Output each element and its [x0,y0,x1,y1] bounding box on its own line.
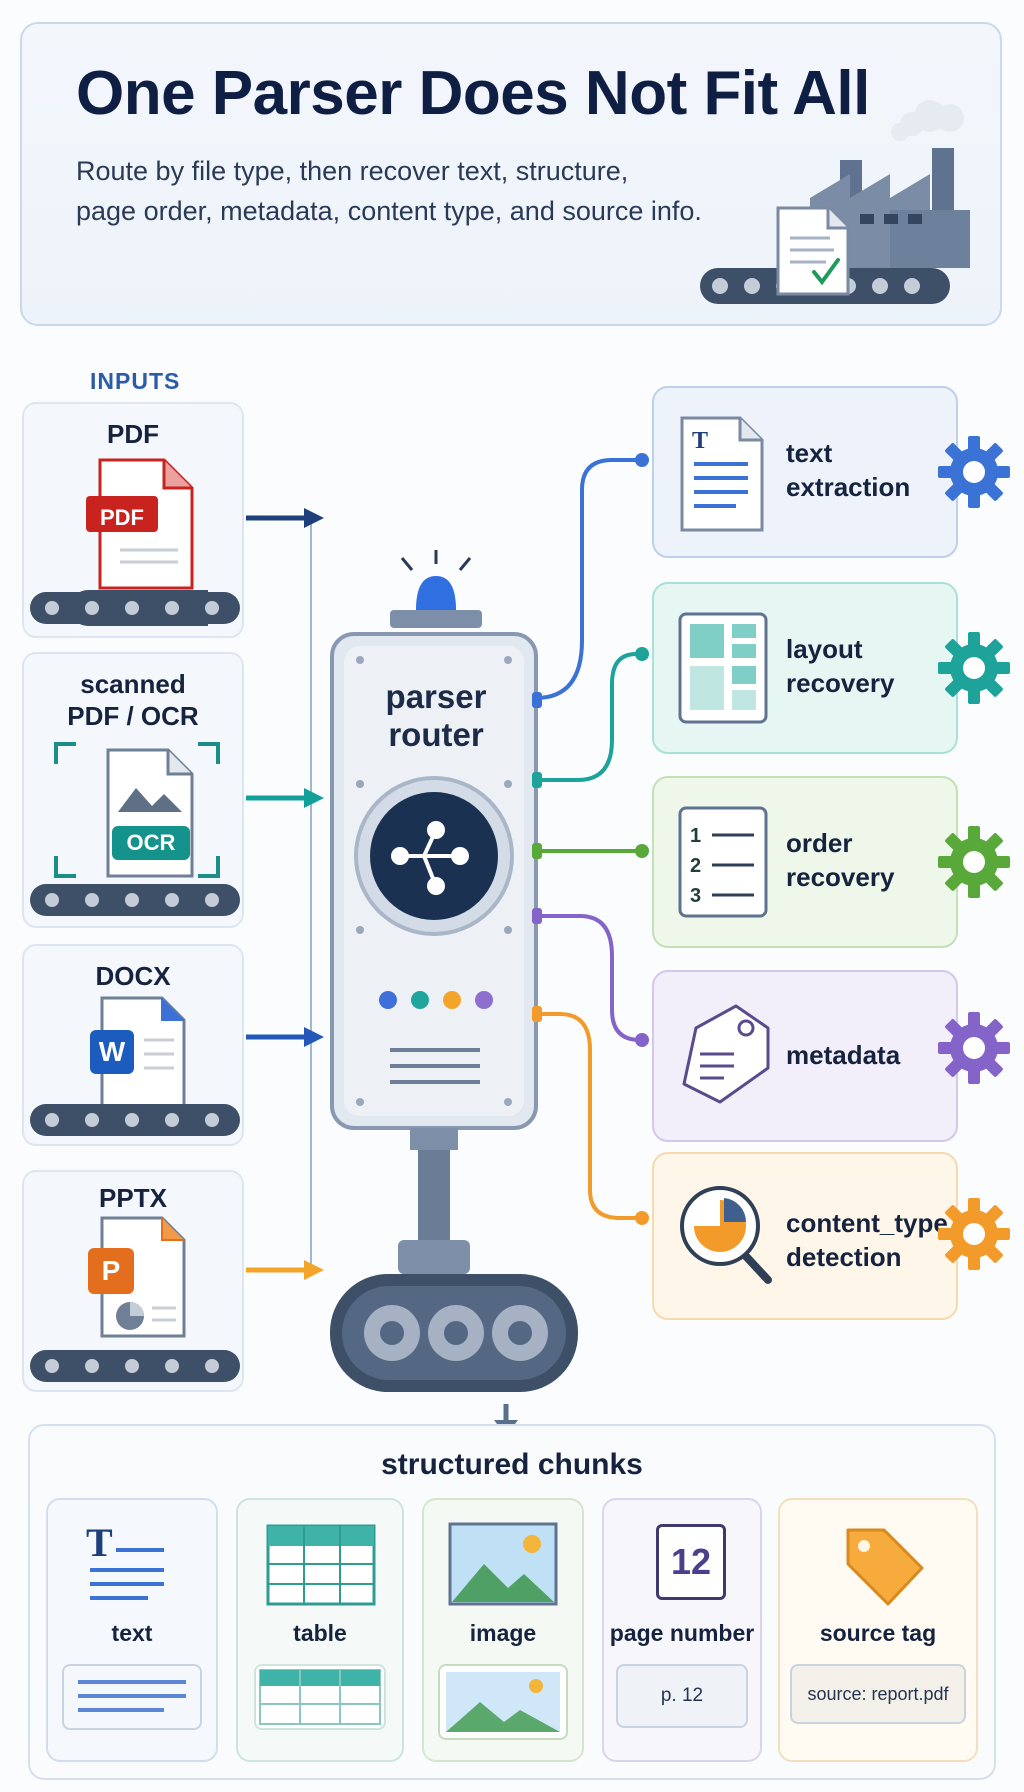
table-chunk-preview [254,1664,386,1730]
image-chunk-preview [438,1664,568,1740]
parser-router-machine [330,550,578,1392]
subtitle-line-2: page order, metadata, content type, and … [76,196,702,226]
router-label: parser router [385,678,487,753]
conveyor-belt-icon [30,1350,240,1382]
connector-metadata [536,914,641,1042]
chunk-label-source-tag: source tag [819,1620,937,1646]
beacon-light-icon [390,550,482,628]
table-icon [266,1524,376,1606]
price-tag-icon [846,1528,924,1606]
tag-label-icon [682,1004,770,1104]
ocr-badge: OCR [126,830,176,855]
svg-text:T: T [692,428,708,454]
input-card-scanned-ocr[interactable]: scanned PDF / OCR OCR [22,652,244,928]
process-card-text-extraction[interactable]: T text extraction [652,386,958,558]
powerpoint-badge: P [101,1255,121,1286]
page-title: One Parser Does Not Fit All [76,59,870,128]
indicator-dot-blue [379,991,397,1009]
gear-icon [938,436,1010,508]
input-label-pptx: PPTX [99,1183,167,1213]
gear-icon [938,826,1010,898]
page-number-icon: 12 [656,1524,726,1600]
inputs-heading: INPUTS [90,368,181,394]
smoke-cloud-icon [891,100,964,141]
image-icon [448,1522,558,1606]
powerpoint-document-icon [88,1216,186,1338]
input-card-docx[interactable]: DOCX W [22,944,244,1146]
word-document-icon [90,996,186,1110]
connector-layout-recovery [536,652,640,782]
indicator-dot-teal [411,991,429,1009]
conveyor-belt-icon [30,1104,240,1136]
process-card-content-type-detection[interactable]: content_type detection [652,1152,958,1320]
page-number-preview-text: p. 12 [660,1685,704,1706]
network-hub-icon [354,776,514,936]
table-preview-icon [259,1669,381,1725]
process-card-layout-recovery[interactable]: layout recovery [652,582,958,754]
connector-content-type [536,1012,640,1220]
gear-icon [938,1198,1010,1270]
subtitle-line-1: Route by file type, then recover text, s… [76,156,629,186]
svg-text:1: 1 [690,825,701,847]
chunk-label-text: text [111,1620,153,1646]
text-chunk-preview [62,1664,202,1730]
conveyor-belt-icon [30,592,240,624]
arrow-pptx [246,1260,324,1280]
chunk-card-table[interactable]: table [236,1498,404,1762]
text-document-icon: T [680,416,764,532]
input-label-docx: DOCX [95,961,171,991]
magnifier-pie-chart-icon [680,1186,772,1284]
layout-grid-icon [678,612,768,724]
arrow-ocr [246,788,324,808]
chunk-card-source-tag[interactable]: source tag source: report.pdf [778,1498,978,1762]
arrow-docx [246,1027,324,1047]
connector-text-extraction [535,458,640,700]
page-number-preview: p. 12 [616,1664,748,1728]
chunk-card-text[interactable]: T text [46,1498,218,1762]
chunk-label-page-number: page number [609,1620,755,1646]
source-tag-preview-text: source: report.pdf [807,1683,949,1704]
scan-frame-icon [54,742,220,878]
word-badge: W [98,1036,126,1067]
text-icon: T [86,1520,164,1600]
svg-text:2: 2 [690,855,701,877]
chunk-label-table: table [293,1620,347,1646]
chunk-card-image[interactable]: image [422,1498,584,1762]
gear-icon [938,1012,1010,1084]
input-card-pdf[interactable]: PDF PDF [22,402,244,638]
source-tag-preview: source: report.pdf [790,1664,966,1724]
document-check-icon [776,206,850,296]
svg-text:T: T [86,1520,113,1565]
structured-chunks-title: structured chunks [381,1448,643,1481]
indicator-dot-purple [475,991,493,1009]
input-card-pptx[interactable]: PPTX P [22,1170,244,1392]
factory-illustration [700,100,970,304]
conveyor-belt-icon [30,884,240,916]
process-card-order-recovery[interactable]: 1 2 3 order recovery [652,776,958,948]
input-label-scanned-ocr: scanned PDF / OCR [67,669,199,731]
numbered-list-icon: 1 2 3 [678,806,768,918]
process-label-text-extraction: text extraction [786,438,911,502]
gear-icon [938,632,1010,704]
chunk-label-image: image [469,1620,537,1646]
svg-text:3: 3 [690,885,701,907]
image-preview-icon [446,1672,560,1732]
chunk-card-page-number[interactable]: 12 page number p. 12 [602,1498,762,1762]
process-label-order-recovery: order recovery [786,828,895,892]
input-label-pdf: PDF [107,419,159,449]
text-lines-icon [78,1680,186,1712]
process-label-content-type-detection: content_type detection [786,1208,948,1272]
process-label-metadata: metadata [786,1040,901,1070]
arrow-pdf [246,508,324,528]
process-card-metadata[interactable]: metadata [652,970,958,1142]
pdf-badge: PDF [100,505,144,530]
indicator-dot-orange [443,991,461,1009]
process-label-layout-recovery: layout recovery [786,634,895,698]
